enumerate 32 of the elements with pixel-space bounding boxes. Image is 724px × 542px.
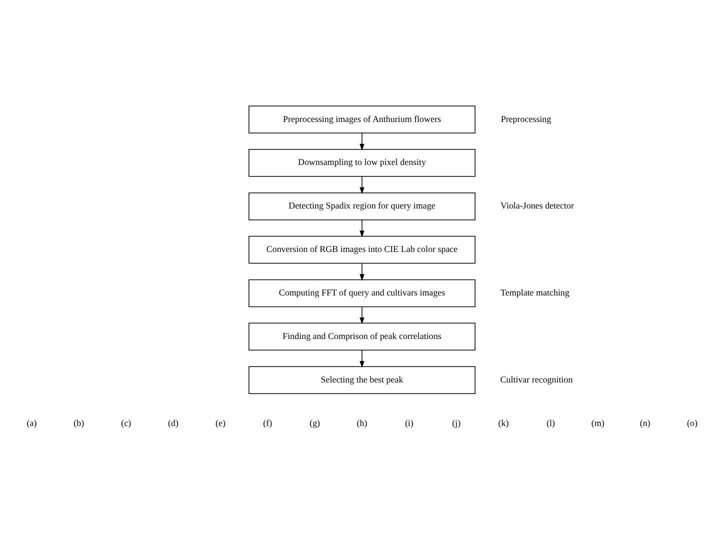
- arrow: [360, 176, 364, 194]
- label: (n): [640, 417, 650, 428]
- label: (g): [310, 417, 320, 428]
- label: (a): [26, 417, 37, 428]
- label: (d): [168, 417, 179, 428]
- label: Preprocessing: [500, 113, 552, 124]
- label: Viola-Jones detector: [500, 200, 574, 210]
- label: (e): [215, 417, 226, 428]
- label: (c): [121, 417, 132, 428]
- node-box: Preprocessing images of Anthurium flowers: [248, 105, 476, 133]
- label: (j): [452, 417, 461, 428]
- node-box: Computing FFT of query and cultivars images: [248, 278, 476, 307]
- label: Cultivar recognition: [500, 374, 573, 384]
- label: (o): [687, 417, 698, 428]
- node-box: Downsampling to low pixel density: [248, 148, 476, 176]
- label: Template matching: [500, 287, 570, 298]
- label: (l): [546, 417, 555, 428]
- node-box: Conversion of RGB images into CIE Lab color space: [248, 235, 476, 264]
- node-box: Finding and Comprison of peak correlations: [248, 322, 476, 350]
- arrow: [360, 219, 364, 237]
- node-box: Selecting the best peak: [248, 366, 476, 394]
- label: (f): [263, 417, 272, 428]
- label: (i): [404, 417, 414, 428]
- label: (k): [498, 417, 509, 428]
- arrow: [360, 306, 364, 324]
- node-box: Detecting Spadix region for query image: [248, 192, 476, 220]
- label: (m): [591, 417, 604, 428]
- arrow: [360, 132, 364, 150]
- arrow: [360, 349, 364, 368]
- label: (b): [74, 417, 84, 428]
- arrow: [360, 262, 364, 280]
- label: (h): [356, 417, 368, 428]
